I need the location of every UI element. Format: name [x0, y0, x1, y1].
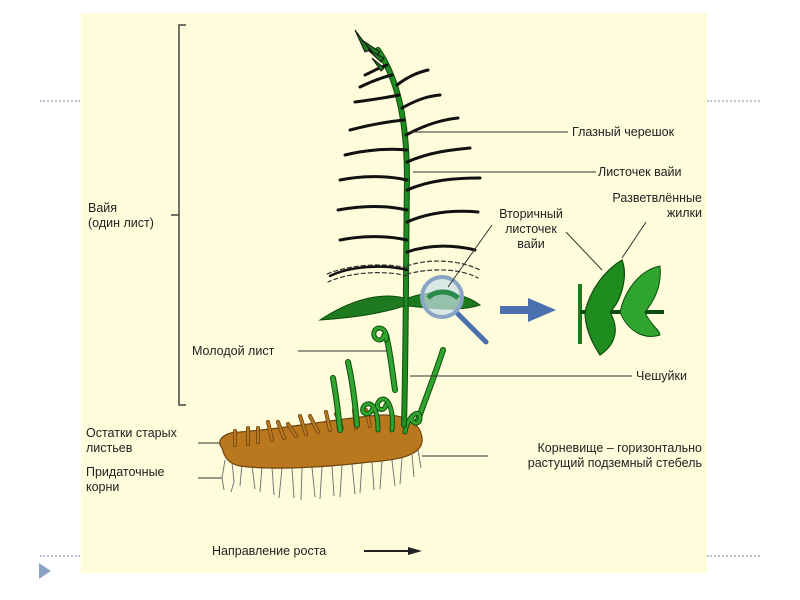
pinnae: [324, 63, 482, 283]
label-adventitious-roots: Придаточные корни: [86, 465, 165, 494]
slide-divider-bottom-right: [707, 555, 760, 557]
enlarged-pinnule: [578, 259, 664, 356]
label-growth-direction: Направление роста: [212, 544, 327, 558]
frond-bracket: [171, 24, 186, 406]
label-branched-veins: Разветвлённые жилки: [612, 191, 702, 220]
fern-tip: [354, 29, 385, 72]
slide-divider-bottom-left: [40, 555, 80, 557]
right-arrow-icon: [500, 298, 556, 322]
label-pinna: Листочек вайи: [598, 165, 682, 179]
magnifier-icon: [420, 275, 489, 345]
young-leaves: [330, 325, 446, 435]
growth-arrow-icon: [364, 547, 422, 555]
label-frond: Вайя (один лист): [88, 201, 154, 230]
label-secondary-pinnule: Вторичный листочек вайи: [499, 207, 563, 251]
adventitious-roots: [221, 449, 422, 501]
label-rachis: Глазный черешок: [572, 125, 675, 139]
leader-lines: [198, 131, 647, 479]
rachis: [375, 47, 411, 428]
label-old-leaf-remains: Остатки старых листьев: [86, 426, 177, 455]
slide-divider-top-left: [40, 100, 80, 102]
label-young-leaf: Молодой лист: [192, 344, 275, 358]
label-rhizome: Корневище – горизонтально растущий подзе…: [527, 441, 702, 470]
triangle-bullet-icon: [39, 563, 51, 579]
label-scales: Чешуйки: [636, 369, 687, 383]
slide-divider-top-right: [707, 100, 760, 102]
